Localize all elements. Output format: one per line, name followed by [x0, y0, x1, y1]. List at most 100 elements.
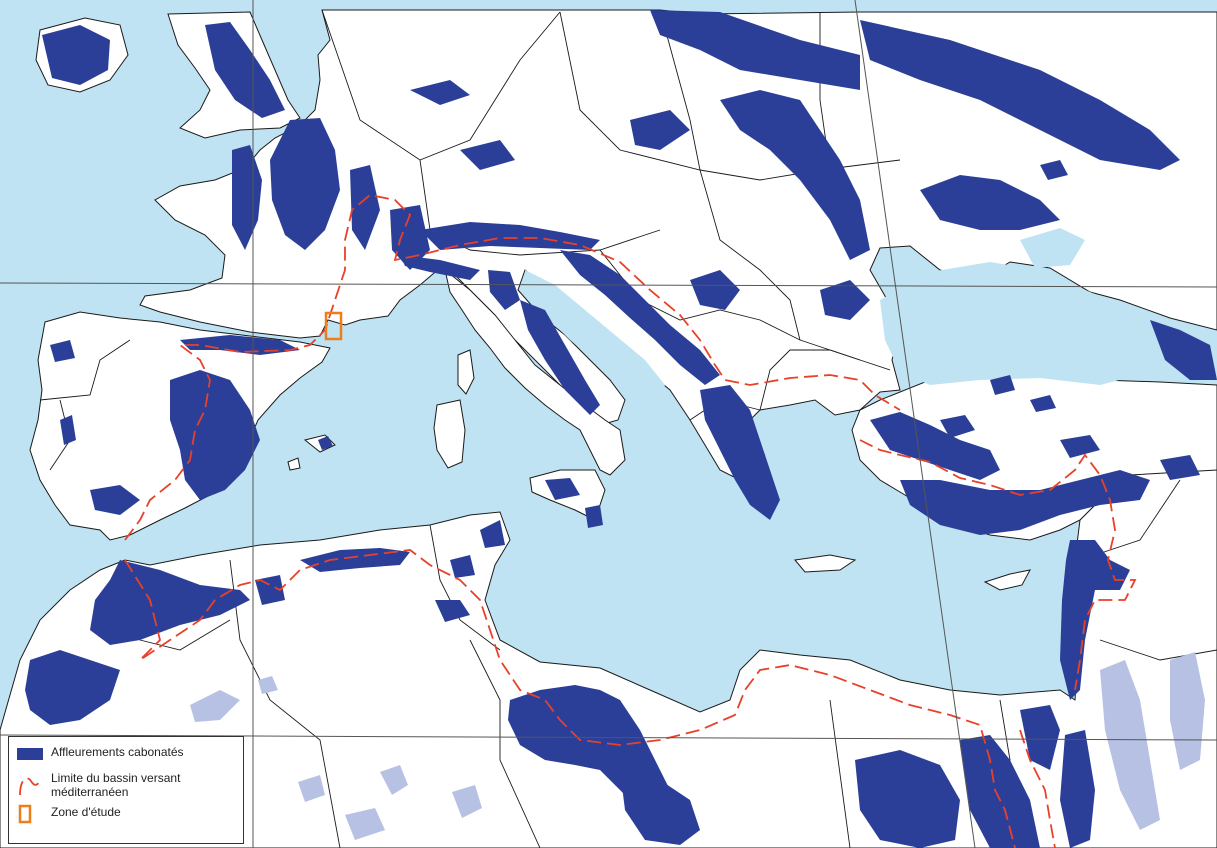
carbonate-outcrop [1060, 540, 1130, 700]
legend-carbonate-swatch [17, 748, 43, 760]
basin-limit-nile [1019, 729, 1056, 848]
legend-label-zone: Zone d'étude [51, 803, 121, 819]
carbonate-outcrop [488, 270, 520, 310]
legend-item-carbonate: Affleurements cabonatés [17, 743, 235, 765]
carbonate-outcrop [460, 140, 515, 170]
light-carbonate-area [1100, 660, 1160, 830]
carbonate-outcrop [900, 470, 1150, 535]
carbonate-outcrop [400, 255, 480, 280]
light-carbonate-area [258, 676, 278, 694]
black-sea [880, 262, 1165, 385]
country-borders [39, 9, 1217, 848]
carbonate-outcrop [1150, 320, 1217, 380]
land-corsica [457, 349, 475, 395]
carbonate-outcrop [1020, 705, 1060, 770]
carbonate-outcrop [1160, 455, 1200, 480]
red-dashed-curve-icon [19, 777, 42, 796]
carbonate-outcrop [60, 415, 76, 445]
carbonate-outcrop [480, 520, 505, 548]
carbonate-outcrop [435, 600, 470, 622]
land-sardinia [433, 399, 466, 469]
carbonate-outcrop [990, 375, 1015, 395]
sea-of-azov [1020, 228, 1085, 268]
carbonate-outcrop [855, 750, 960, 848]
basin-limit-anatolia [859, 439, 1137, 691]
border-line [229, 559, 341, 848]
graticule-meridian [854, 0, 976, 848]
mediterranean-basin-limit [124, 194, 1137, 848]
carbonate-outcrop [270, 118, 340, 250]
graticule-parallel [0, 734, 1217, 741]
land-europe [139, 9, 1217, 501]
carbonate-outcrop [1060, 730, 1095, 848]
carbonate-outcrop [545, 478, 580, 500]
light-carbonate-area [452, 785, 482, 818]
border-line [1099, 639, 1217, 661]
carbonate-outcrop [630, 110, 690, 150]
carbonate-outcrop [720, 90, 870, 260]
land-crete [794, 554, 857, 573]
legend-label-line: Affleurements cabonatés [51, 745, 184, 759]
carbonate-outcrop [820, 280, 870, 320]
carbonate-outcrop [585, 505, 603, 528]
light-carbonate-area [190, 690, 240, 722]
carbonate-outcrops [25, 10, 1217, 848]
carbonate-outcrop [410, 80, 470, 105]
blue-rectangle-icon [17, 748, 43, 760]
light-carbonate-area [380, 765, 408, 795]
carbonate-outcrop [50, 340, 75, 362]
carbonate-outcrop [300, 548, 410, 572]
carbonate-outcrop [860, 20, 1180, 170]
carbonate-outcrop [232, 145, 262, 250]
border-line [829, 699, 851, 848]
legend-zone-swatch [18, 804, 32, 824]
legend-label-line: méditerranéen [51, 785, 129, 799]
carbonate-outcrop [450, 555, 475, 578]
graticule-parallel [0, 282, 1217, 288]
carbonate-outcrop [390, 205, 430, 270]
carbonate-outcrop [520, 300, 600, 415]
carbonate-outcrop [1040, 160, 1068, 180]
aegean-sea [760, 420, 850, 520]
carbonate-outcrop [170, 370, 260, 500]
study-zone-marker [324, 311, 343, 341]
legend-item-zone: Zone d'étude [17, 803, 235, 825]
carbonate-outcrop [620, 770, 700, 845]
border-line [659, 9, 701, 171]
basin-limit-europe [124, 194, 901, 541]
legend-item-basin: Limite du bassin versant méditerranéen [17, 769, 235, 799]
carbonate-outcrop [690, 270, 740, 310]
land-cyprus [983, 569, 1031, 591]
carbonate-outcrop [90, 485, 140, 515]
carbonate-outcrop [420, 222, 600, 250]
border-line [759, 349, 861, 411]
legend-label-line: Zone d'étude [51, 805, 121, 819]
carbonate-outcrop [318, 436, 333, 450]
land-italy [444, 268, 626, 476]
light-carbonate-area [345, 808, 385, 840]
basin-limit-africa [124, 549, 1016, 848]
carbonate-outcrop [1060, 435, 1100, 458]
carbonate-outcrop [700, 385, 780, 520]
carbonate-outcrop [940, 415, 975, 438]
border-line [699, 169, 801, 341]
carbonate-outcrop [1030, 395, 1056, 412]
light-carbonate-areas [190, 652, 1205, 840]
legend-basin-swatch [19, 777, 42, 796]
carbonate-outcrop [42, 25, 110, 85]
border-line [321, 9, 561, 161]
carbonate-outcrop [205, 22, 285, 118]
orange-rectangle-outline-icon [18, 804, 32, 824]
border-line [419, 159, 661, 256]
map-legend: Affleurements cabonatés Limite du bassin… [8, 736, 244, 844]
legend-label-basin: Limite du bassin versant méditerranéen [51, 769, 180, 799]
carbonate-outcrop [255, 575, 285, 605]
carbonate-outcrop [90, 560, 250, 645]
carbonate-outcrop [920, 175, 1060, 230]
adriatic-sea [525, 270, 665, 395]
border-line [469, 639, 541, 848]
carbonate-outcrop [350, 165, 380, 250]
light-carbonate-area [1170, 652, 1205, 770]
inland-seas [525, 228, 1165, 520]
